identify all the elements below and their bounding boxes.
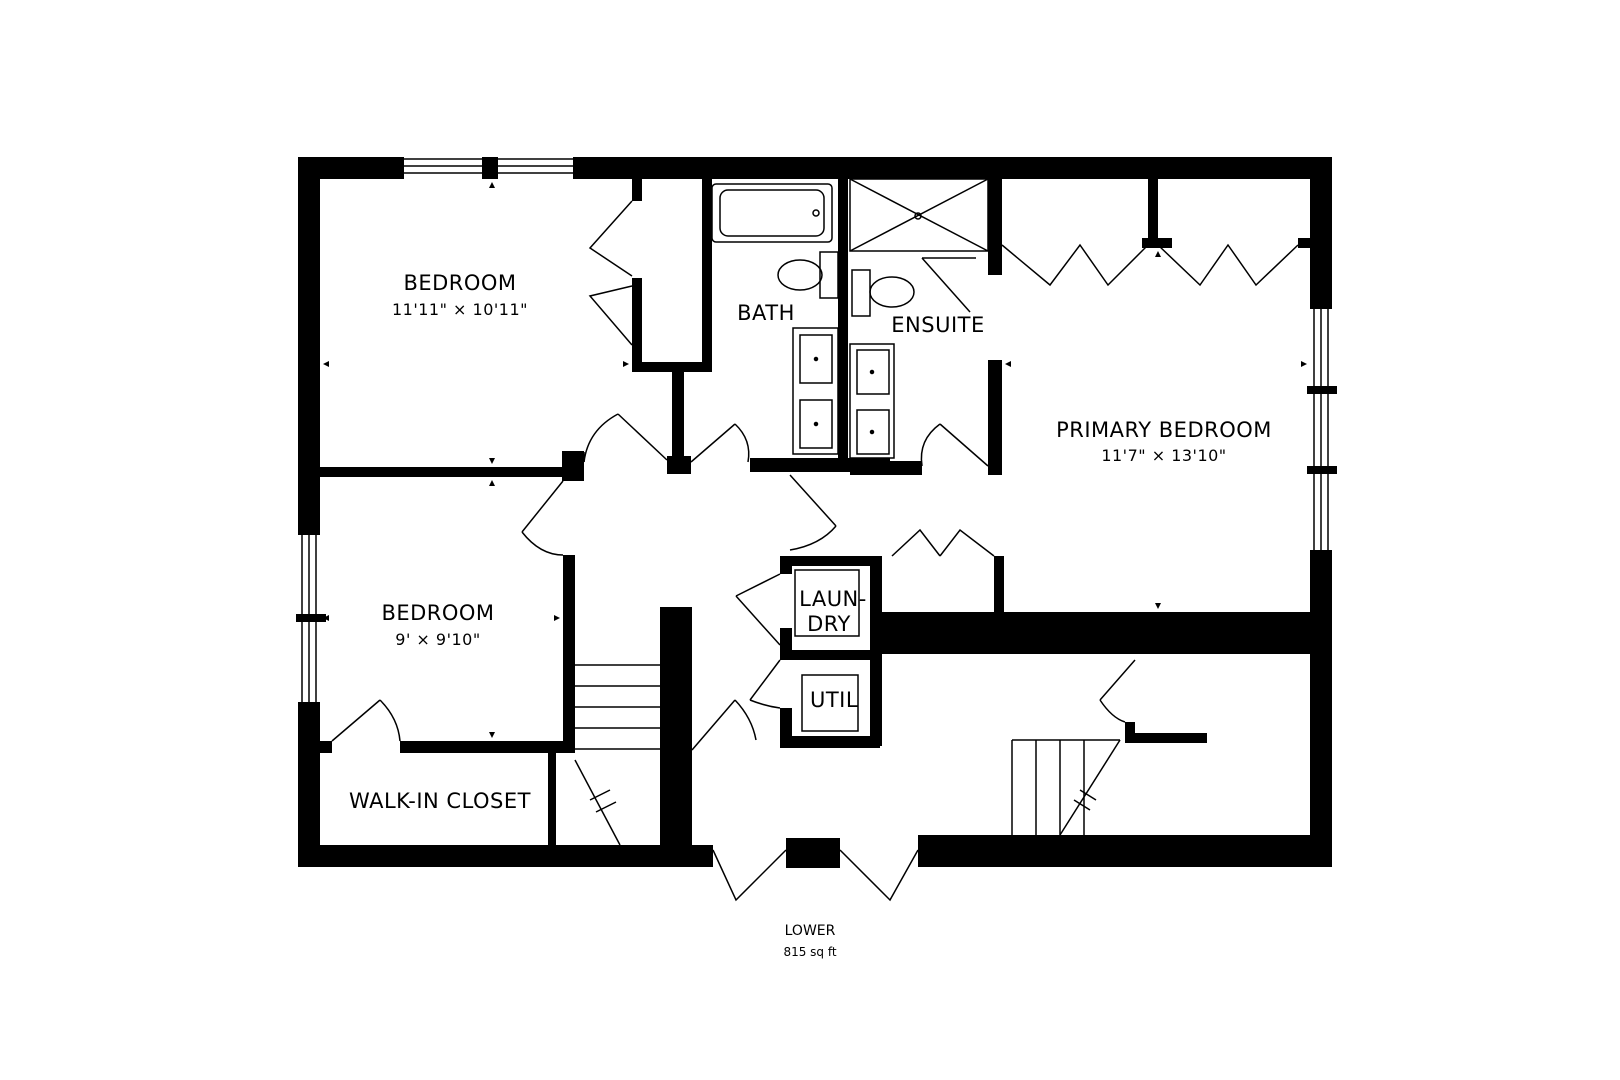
- dimension-markers: [323, 182, 1307, 738]
- bathtub: [711, 183, 833, 243]
- util-name: UTIL: [810, 688, 858, 712]
- floor-area: 815 sq ft: [783, 945, 837, 959]
- bath-vanity: [792, 327, 839, 455]
- ensuite-toilet: [851, 269, 871, 317]
- bedroom-2-name: BEDROOM: [381, 601, 494, 625]
- ensuite-vanity: [849, 343, 895, 459]
- exterior-walls: [296, 157, 1337, 868]
- floor-name: LOWER: [784, 923, 836, 939]
- primary-bedroom-dims: 11'7" × 13'10": [1101, 446, 1226, 465]
- bath-toilet: [819, 251, 839, 299]
- stairs-right: [1011, 739, 1121, 836]
- fixtures: [711, 178, 989, 732]
- doors: [331, 200, 1299, 902]
- bedroom-2-dims: 9' × 9'10": [395, 630, 480, 649]
- primary-bedroom-name: PRIMARY BEDROOM: [1056, 418, 1272, 442]
- laundry-name-line2: DRY: [807, 612, 851, 636]
- room-labels: BEDROOM 11'11" × 10'11" BATH ENSUITE PRI…: [349, 271, 1272, 813]
- bath-name: BATH: [737, 301, 795, 325]
- bedroom-1-dims: 11'11" × 10'11": [392, 300, 528, 319]
- util-appliance: [801, 674, 859, 732]
- ensuite-name: ENSUITE: [891, 313, 984, 337]
- windows: [301, 158, 1329, 702]
- laundry-appliance: [794, 569, 860, 637]
- interior-walls: [320, 179, 1332, 867]
- shower: [849, 178, 989, 252]
- walk-in-closet-name: WALK-IN CLOSET: [349, 789, 531, 813]
- stairs-left: [574, 664, 660, 846]
- bedroom-1-name: BEDROOM: [403, 271, 516, 295]
- laundry-name-line1: LAUN-: [799, 587, 867, 611]
